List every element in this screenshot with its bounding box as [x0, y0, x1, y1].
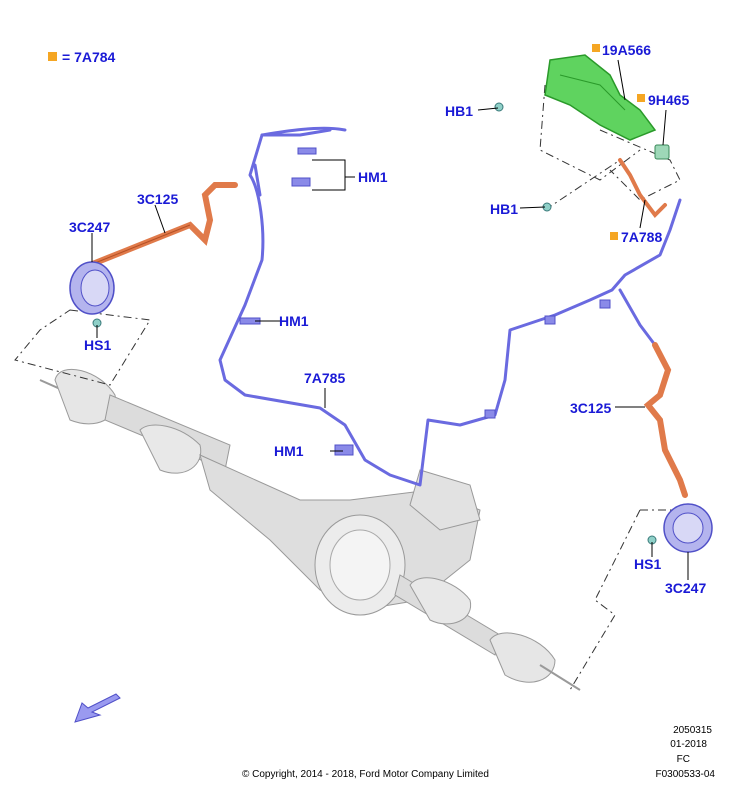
- wiring-harness-7a785: [218, 126, 682, 487]
- hose-3c125-right: [643, 342, 688, 498]
- legend-marker-7a788: [610, 232, 618, 240]
- footer-date: 01-2018: [670, 739, 707, 750]
- legend-marker-9h465: [637, 94, 645, 102]
- callout-9h465: 9H465: [648, 92, 689, 108]
- vehicle-front-arrow: [74, 693, 121, 723]
- callout-3c247-right: 3C247: [665, 580, 706, 596]
- callout-hb1-top: HB1: [445, 103, 473, 119]
- callout-hs1-left: HS1: [84, 337, 111, 353]
- callout-hm1-low: HM1: [274, 443, 304, 459]
- hose-3c125-left: [87, 182, 238, 268]
- callout-3c247-left: 3C247: [69, 219, 110, 235]
- callout-hm1-top: HM1: [358, 169, 388, 185]
- footer-copyright: © Copyright, 2014 - 2018, Ford Motor Com…: [242, 769, 489, 780]
- callout-7a785: 7A785: [304, 370, 345, 386]
- footer: 2050315 01-2018 FC © Copyright, 2014 - 2…: [242, 725, 715, 780]
- legend: = 7A784: [48, 49, 116, 65]
- fasteners: [92, 102, 657, 545]
- footer-code: 2050315: [673, 725, 712, 736]
- harness-clips: [239, 147, 611, 456]
- hose-7a788: [618, 158, 667, 219]
- footer-region: FC: [677, 754, 690, 765]
- rear-axle-assembly: [39, 368, 581, 691]
- bracket-9h465: [654, 144, 670, 160]
- callout-leaders: [91, 59, 689, 580]
- module-19a566: [544, 54, 657, 141]
- legend-swatch: [48, 52, 57, 61]
- callout-hm1-mid: HM1: [279, 313, 309, 329]
- callout-hb1-mid: HB1: [490, 201, 518, 217]
- callout-3c125-right: 3C125: [570, 400, 611, 416]
- sensor-ring-3c247-left: [69, 261, 115, 315]
- callout-3c125-left: 3C125: [137, 191, 178, 207]
- callout-19a566: 19A566: [602, 42, 651, 58]
- legend-text: = 7A784: [62, 49, 116, 65]
- sensor-ring-3c247-right: [663, 503, 713, 553]
- callout-hs1-right: HS1: [634, 556, 661, 572]
- callout-7a788: 7A788: [621, 229, 662, 245]
- footer-figure-id: F0300533-04: [656, 769, 716, 780]
- legend-marker-19a566: [592, 44, 600, 52]
